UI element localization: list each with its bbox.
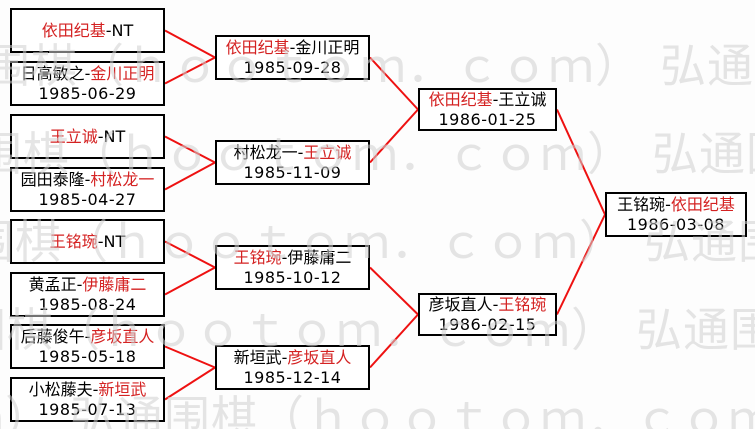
match-box-r3-2: 彦坂直人-王铭琬 1986-02-15 xyxy=(418,293,557,336)
match-players: 依田纪基-王立诚 xyxy=(429,90,547,110)
player-left: 后藤俊午- xyxy=(20,326,91,346)
player-right: -王立诚 xyxy=(492,89,547,109)
match-players: 王铭琬-伊藤庸二 xyxy=(234,248,352,268)
match-players: 黄孟正-伊藤庸二 xyxy=(29,275,147,295)
match-box-r2-1: 依田纪基-金川正明 1985-09-28 xyxy=(215,35,370,80)
match-date: 1985-08-24 xyxy=(38,294,137,314)
match-date: 1985-04-27 xyxy=(38,189,137,209)
player-right: 彦坂直人 xyxy=(287,347,352,367)
player-left: 新垣武- xyxy=(233,347,288,367)
match-players: 依田纪基-NT xyxy=(42,21,134,41)
player-left: 王立诚 xyxy=(49,126,98,146)
connector-line xyxy=(556,109,606,215)
match-players: 彦坂直人-王铭琬 xyxy=(429,295,547,315)
match-box-r2-2: 村松龙一-王立诚 1985-11-09 xyxy=(215,140,370,185)
connector-line xyxy=(369,266,419,316)
match-date: 1985-06-29 xyxy=(38,83,137,103)
player-left: 黄孟正- xyxy=(28,274,83,294)
connector-line xyxy=(369,56,419,111)
match-date: 1985-07-13 xyxy=(38,399,137,419)
match-box-r1-8: 小松藤夫-新垣武 1985-07-13 xyxy=(10,377,165,422)
match-date: 1985-09-28 xyxy=(243,57,342,77)
match-date: 1986-02-15 xyxy=(438,314,537,334)
match-box-r2-4: 新垣武-彦坂直人 1985-12-14 xyxy=(215,345,370,390)
player-right: 王铭琬 xyxy=(498,294,547,314)
player-left: 依田纪基 xyxy=(41,20,106,40)
match-players: 王铭琬-依田纪基 xyxy=(617,195,735,215)
player-left: 王铭琬 xyxy=(49,231,98,251)
player-left: 依田纪基 xyxy=(428,89,493,109)
connector-line xyxy=(164,161,216,191)
player-left: 王铭琬- xyxy=(617,194,671,214)
player-right: 彦坂直人 xyxy=(90,326,155,346)
player-right: -NT xyxy=(97,126,126,146)
match-players: 王铭琬-NT xyxy=(50,232,126,252)
connector-line xyxy=(164,366,216,401)
player-left: 依田纪基 xyxy=(225,37,290,57)
player-right: 村松龙一 xyxy=(90,169,155,189)
connector-line xyxy=(164,240,216,269)
match-box-r1-2: 日高敏之-金川正明 1985-06-29 xyxy=(10,61,165,106)
connector-line xyxy=(164,266,216,296)
match-players: 后藤俊午-彦坂直人 xyxy=(21,327,155,347)
match-date: 1986-03-08 xyxy=(627,214,725,234)
match-box-r3-1: 依田纪基-王立诚 1986-01-25 xyxy=(418,88,557,131)
match-box-r1-6: 黄孟正-伊藤庸二 1985-08-24 xyxy=(10,272,165,317)
player-right: 金川正明 xyxy=(90,63,155,83)
player-left: 王铭琬 xyxy=(233,247,282,267)
connector-line xyxy=(164,29,216,59)
connector-line xyxy=(369,313,419,369)
player-right: 依田纪基 xyxy=(670,194,735,214)
match-box-r1-3: 王立诚-NT xyxy=(10,114,165,159)
match-players: 新垣武-彦坂直人 xyxy=(234,348,352,368)
match-date: 1986-01-25 xyxy=(438,109,537,129)
match-box-r2-3: 王铭琬-伊藤庸二 1985-10-12 xyxy=(215,245,370,290)
match-box-r1-4: 园田泰隆-村松龙一 1985-04-27 xyxy=(10,167,165,212)
player-right: 新垣武 xyxy=(98,379,147,399)
match-players: 园田泰隆-村松龙一 xyxy=(21,170,155,190)
match-box-r1-7: 后藤俊午-彦坂直人 1985-05-18 xyxy=(10,324,165,369)
connector-line xyxy=(164,56,216,85)
match-box-final: 王铭琬-依田纪基 1986-03-08 xyxy=(605,192,747,237)
match-box-r1-1: 依田纪基-NT xyxy=(10,8,165,53)
player-right: -伊藤庸二 xyxy=(281,247,352,267)
match-players: 日高敏之-金川正明 xyxy=(21,64,155,84)
match-date: 1985-05-18 xyxy=(38,346,137,366)
connector-line xyxy=(369,108,419,164)
player-left: 小松藤夫- xyxy=(28,379,99,399)
match-players: 王立诚-NT xyxy=(50,127,126,147)
match-date: 1985-12-14 xyxy=(243,367,342,387)
match-players: 依田纪基-金川正明 xyxy=(226,38,360,58)
player-right: -金川正明 xyxy=(289,37,360,57)
player-right: -NT xyxy=(97,231,126,251)
player-left: 园田泰隆- xyxy=(20,169,91,189)
match-box-r1-5: 王铭琬-NT xyxy=(10,219,165,264)
connector-line xyxy=(164,345,216,369)
player-right: -NT xyxy=(105,20,134,40)
match-players: 村松龙一-王立诚 xyxy=(234,143,352,163)
player-left: 村松龙一- xyxy=(233,142,304,162)
player-left: 彦坂直人- xyxy=(428,294,499,314)
player-left: 日高敏之- xyxy=(20,63,91,83)
connector-line xyxy=(164,135,216,164)
match-date: 1985-11-09 xyxy=(243,162,342,182)
connector-line xyxy=(556,214,606,315)
player-right: 王立诚 xyxy=(303,142,352,162)
player-right: 伊藤庸二 xyxy=(82,274,147,294)
match-date: 1985-10-12 xyxy=(243,267,342,287)
match-players: 小松藤夫-新垣武 xyxy=(29,380,147,400)
